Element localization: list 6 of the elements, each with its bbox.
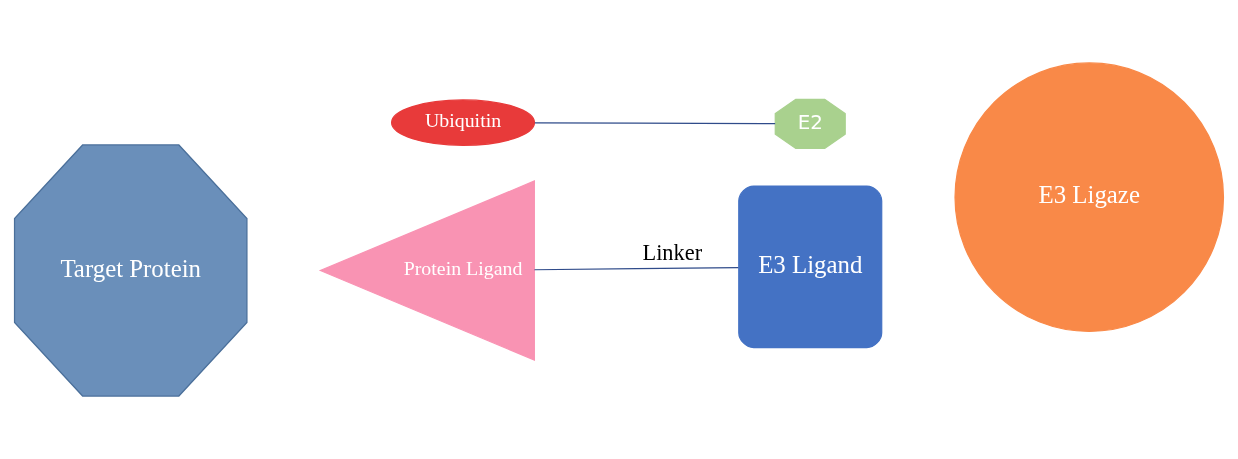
node-ellipse: Ubiquitin [390,99,536,146]
edge-label: Linker [642,239,703,265]
connector [534,122,776,125]
node-circle: E3 Ligaze [954,62,1225,333]
node-box: E3 Ligand [738,185,883,349]
connector [533,266,739,271]
